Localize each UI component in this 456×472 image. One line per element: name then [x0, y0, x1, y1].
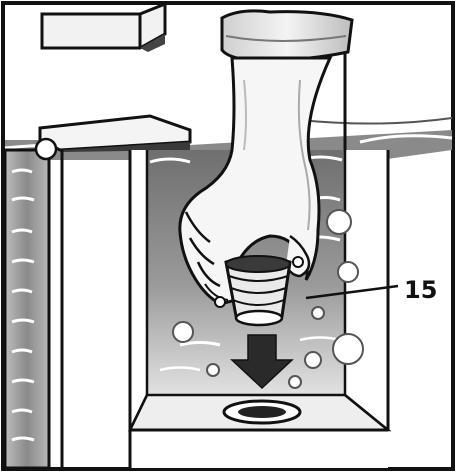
- gloved-hand-icon: [178, 9, 354, 308]
- callout-number-label: 15: [404, 276, 438, 304]
- threaded-part-icon: [224, 255, 292, 327]
- left-shelf: [38, 114, 192, 152]
- drain-seat-icon: [222, 399, 302, 425]
- down-arrow-icon: [230, 334, 294, 390]
- callout-leader-line: [305, 284, 399, 300]
- float-ball: [34, 137, 58, 161]
- top-left-block: [40, 1, 167, 52]
- bubbles: [172, 209, 364, 389]
- left-wall-column: [3, 148, 51, 470]
